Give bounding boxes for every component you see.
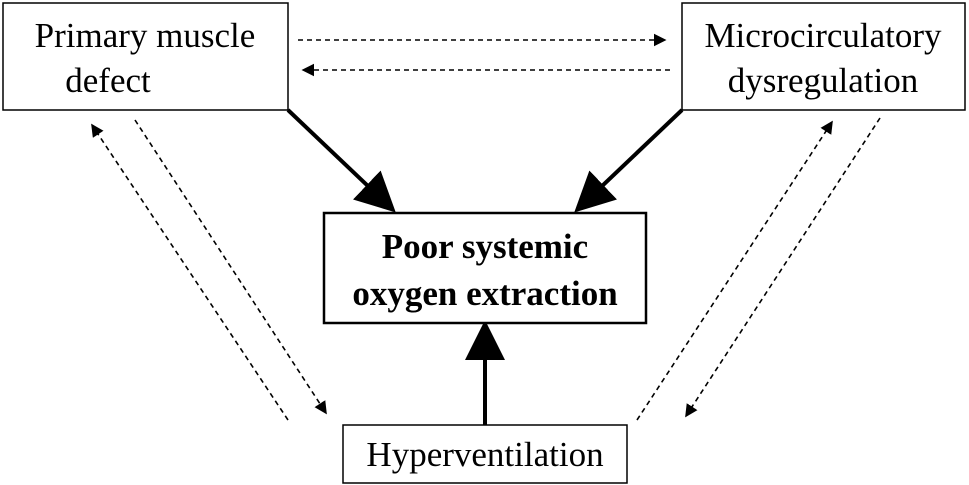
edge-hyper-to-micro bbox=[636, 120, 833, 421]
edge-micro-to-hyper bbox=[685, 117, 881, 418]
edge-micro-to-center bbox=[574, 108, 684, 213]
node-box bbox=[342, 424, 628, 484]
node-label-line1: Microcirculatory bbox=[704, 16, 942, 55]
edge-hyper-to-muscle bbox=[91, 123, 289, 421]
node-hyperventilation: Hyperventilation bbox=[342, 424, 628, 484]
node-label-line2: dysregulation bbox=[728, 61, 919, 100]
node-box bbox=[681, 2, 966, 111]
node-primary-muscle-defect: Primary muscle defect bbox=[2, 2, 289, 111]
node-box bbox=[2, 2, 289, 111]
node-label: Hyperventilation bbox=[366, 435, 603, 474]
node-label-line2: oxygen extraction bbox=[352, 274, 617, 313]
node-poor-systemic-oxygen-extraction: Poor systemic oxygen extraction bbox=[322, 211, 648, 325]
node-label-line1: Primary muscle bbox=[35, 16, 256, 55]
node-box bbox=[322, 211, 648, 325]
edges bbox=[91, 33, 881, 425]
node-label-line1: Poor systemic bbox=[382, 227, 588, 266]
edge-muscle-to-center bbox=[286, 108, 396, 213]
edge-muscle-to-hyper bbox=[134, 119, 327, 415]
node-label-line2: defect bbox=[65, 61, 151, 100]
node-microcirculatory-dysregulation: Microcirculatory dysregulation bbox=[681, 2, 966, 111]
